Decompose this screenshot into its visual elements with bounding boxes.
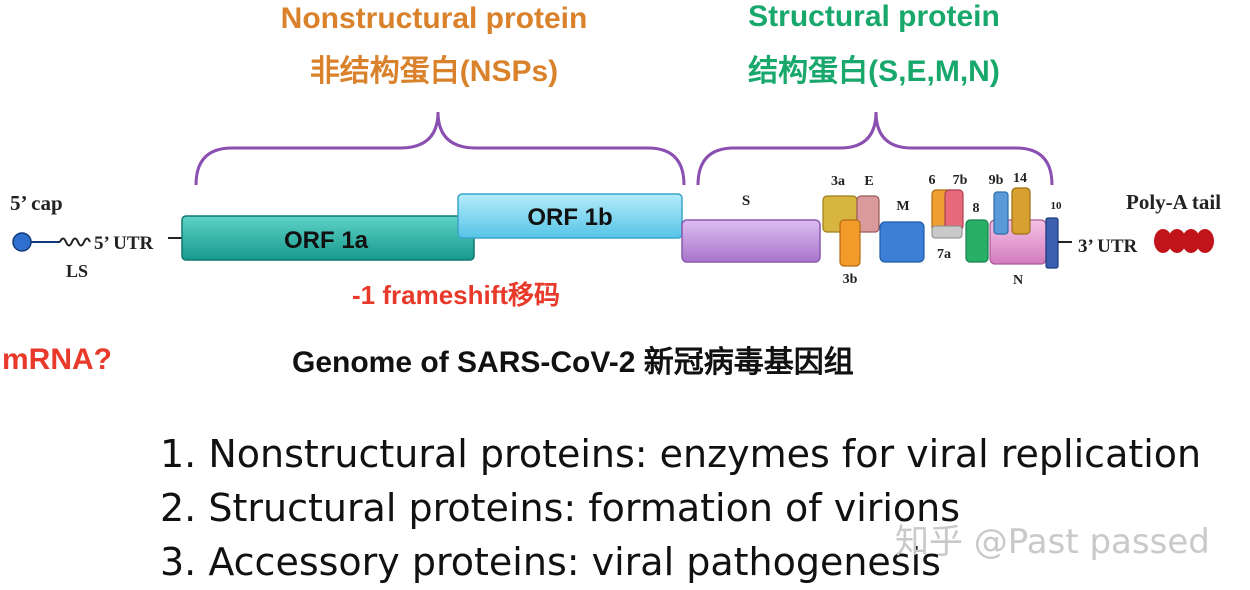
label-3b: 3b	[843, 272, 858, 287]
polya-label: Poly-A tail	[1126, 190, 1221, 214]
genome-diagram: 5’ cap LS 5’ UTR ORF 1a ORF 1b S 3a E 3b…	[10, 111, 1221, 288]
label-8: 8	[973, 201, 980, 216]
utr3-label: 3’ UTR	[1078, 236, 1138, 257]
label-n: N	[1013, 273, 1023, 288]
nonstructural-title-en: Nonstructural protein	[280, 2, 588, 35]
nsp-bracket	[194, 111, 686, 186]
gene-7b	[944, 189, 964, 231]
cap-label: 5’ cap	[10, 191, 63, 215]
label-e: E	[864, 174, 873, 189]
gene-8	[965, 219, 989, 263]
s-label: S	[742, 193, 750, 209]
ls-label: LS	[66, 261, 88, 281]
gene-7a	[931, 225, 963, 239]
diagram-caption: Genome of SARS-CoV-2 新冠病毒基因组	[292, 346, 854, 379]
gene-e	[856, 195, 880, 233]
list-item-nonstructural: 1. Nonstructural proteins: enzymes for v…	[160, 432, 1202, 476]
polya-bead-3	[1182, 229, 1200, 253]
polya-bead-2	[1168, 229, 1186, 253]
orf1b-box	[457, 193, 683, 239]
gene-9b	[993, 191, 1009, 235]
polya-bead-1	[1154, 229, 1172, 253]
label-6: 6	[929, 173, 936, 188]
zhihu-watermark: 知乎 @Past passed	[895, 522, 1210, 562]
orf1a-label: ORF 1a	[284, 227, 369, 254]
label-7a: 7a	[937, 247, 951, 262]
label-m: M	[896, 199, 909, 214]
label-9b: 9b	[989, 173, 1004, 188]
s-box	[681, 219, 821, 263]
nonstructural-title-zh: 非结构蛋白(NSPs)	[309, 55, 559, 88]
label-14: 14	[1013, 171, 1027, 186]
utr5-label: 5’ UTR	[94, 233, 154, 254]
frameshift-label: -1 frameshift移码	[352, 280, 561, 310]
gene-10	[1045, 217, 1059, 269]
gene-14	[1011, 187, 1031, 235]
list-item-accessory: 3. Accessory proteins: viral pathogenesi…	[160, 540, 941, 584]
list-item-structural: 2. Structural proteins: formation of vir…	[160, 486, 961, 530]
label-10: 10	[1051, 200, 1063, 212]
sp-bracket	[696, 111, 1054, 186]
label-7b: 7b	[953, 173, 968, 188]
structural-title-zh: 结构蛋白(S,E,M,N)	[748, 55, 1000, 88]
structural-title-en: Structural protein	[748, 0, 1000, 33]
gene-m	[879, 221, 925, 263]
orf1b-label: ORF 1b	[527, 204, 612, 231]
label-3a: 3a	[831, 174, 845, 189]
cap-circle	[12, 232, 32, 252]
ls-wave	[59, 237, 91, 247]
mrna-label: mRNA?	[2, 343, 112, 376]
polya-bead-4	[1196, 229, 1214, 253]
gene-3b	[839, 219, 861, 267]
